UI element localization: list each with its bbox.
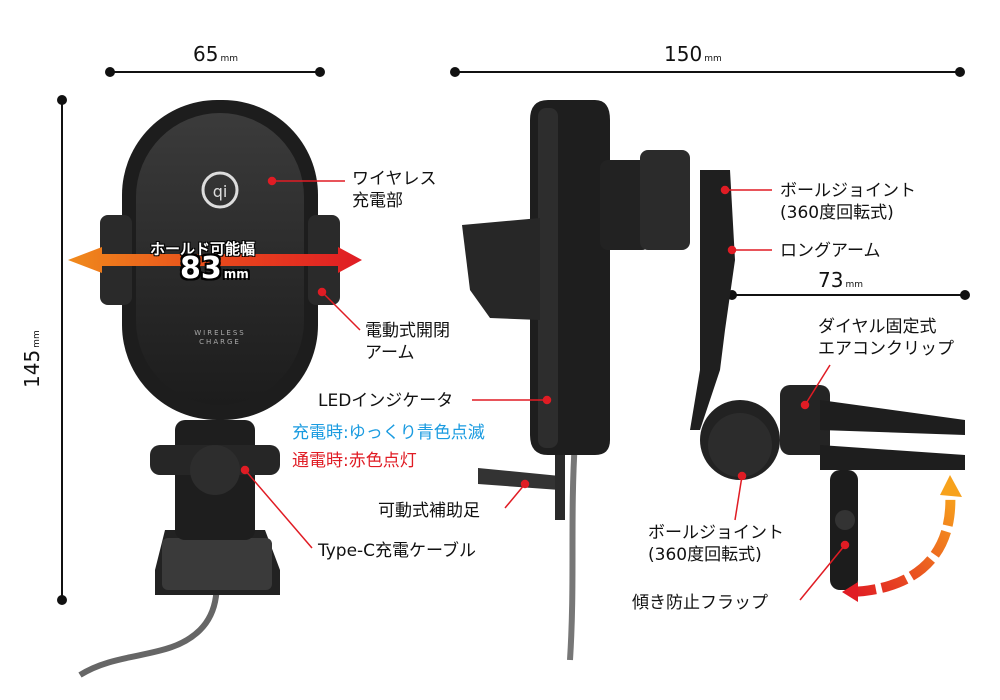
- dim-height: 145mm: [20, 330, 44, 388]
- label-long-arm: ロングアーム: [780, 241, 881, 261]
- label-clip: ダイヤル固定式エアコンクリップ: [818, 317, 954, 359]
- hold-width-arrow: [68, 247, 362, 273]
- front-view-charger: qi WIRELESS CHARGE: [68, 100, 362, 678]
- label-wireless-charger: ワイヤレス充電部: [352, 169, 437, 211]
- device-print-line1: WIRELESS: [194, 329, 245, 337]
- leader-lines-side: [472, 185, 850, 601]
- device-print-line2: CHARGE: [199, 338, 241, 346]
- label-ball-joint-bottom: ボールジョイント(360度回転式): [648, 523, 784, 565]
- hold-width-title: ホールド可能幅: [150, 240, 256, 258]
- label-ball-joint-top: ボールジョイント(360度回転式): [780, 181, 916, 223]
- label-cable: Type-C充電ケーブル: [318, 541, 477, 561]
- label-led-powered: 通電時:赤色点灯: [292, 451, 417, 471]
- dimension-lines: [57, 67, 970, 605]
- leader-lines-front: [240, 176, 361, 549]
- label-support-foot: 可動式補助足: [378, 501, 480, 521]
- side-view-charger: [462, 100, 965, 661]
- label-flap: 傾き防止フラップ: [632, 593, 768, 613]
- svg-text:qi: qi: [213, 182, 228, 201]
- label-led-charging: 充電時:ゆっくり青色点滅: [292, 423, 485, 443]
- label-led: LEDインジケータ: [318, 391, 454, 411]
- label-motor-arm: 電動式開閉アーム: [365, 321, 450, 363]
